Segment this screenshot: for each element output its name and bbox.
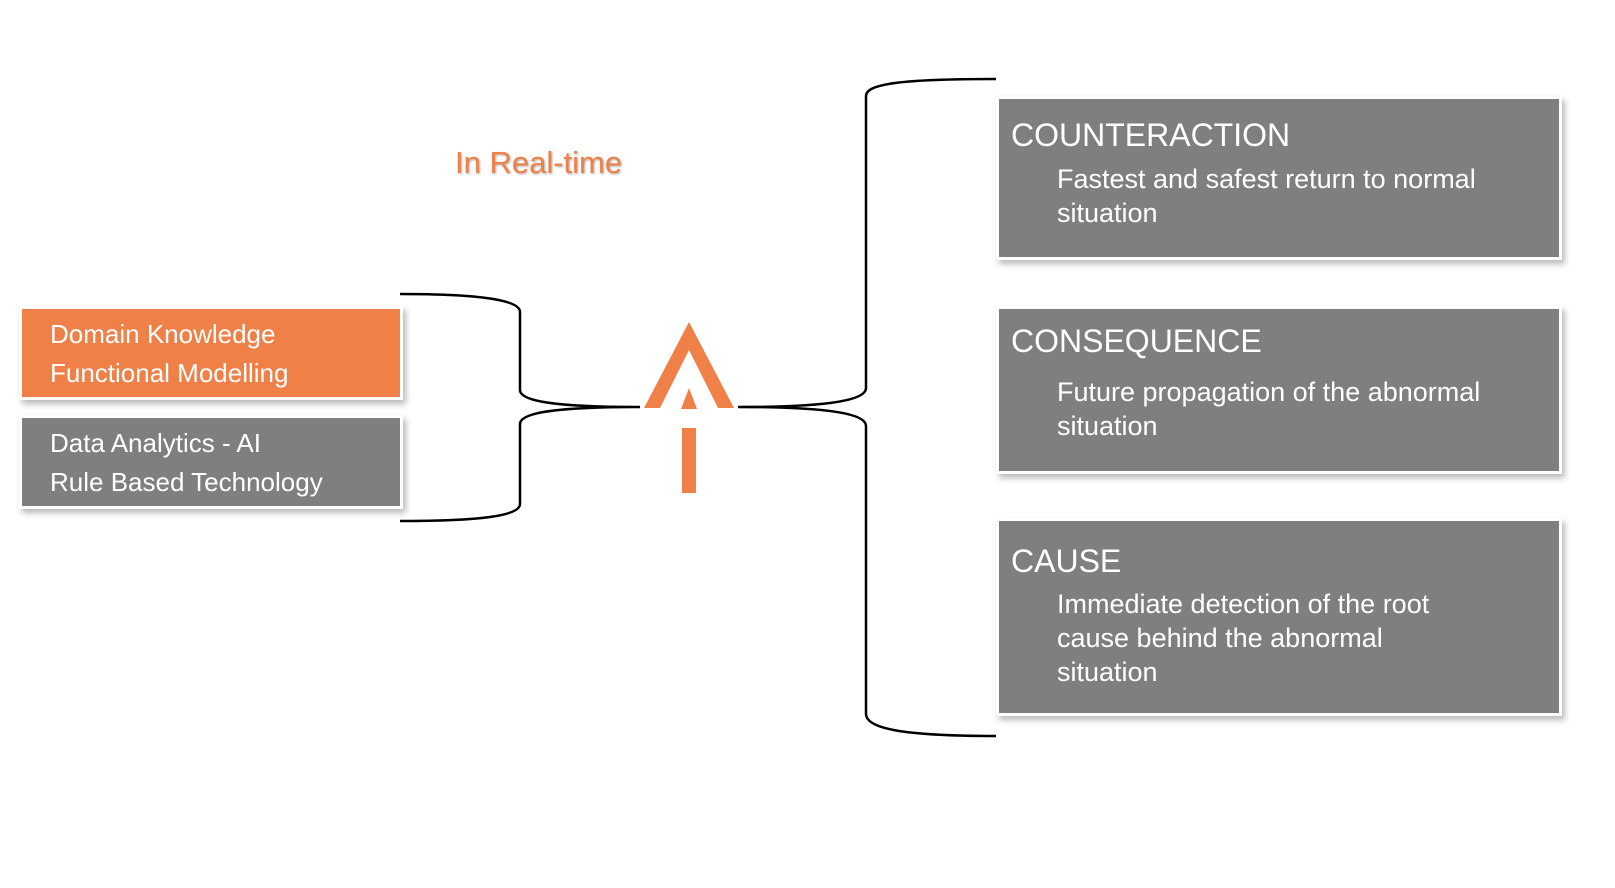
consequence-box: CONSEQUENCE Future propagation of the ab… — [999, 309, 1559, 471]
right-bracket — [737, 77, 997, 738]
left-bracket — [399, 292, 641, 523]
box-title: CONSEQUENCE — [1011, 323, 1262, 359]
box-title: CAUSE — [1011, 543, 1122, 579]
box-description: Future propagation of the abnormal situa… — [1057, 377, 1481, 441]
left-box-line: Rule Based Technology — [50, 467, 323, 497]
left-box-line: Data Analytics - AI — [50, 428, 261, 458]
left-box-domain-knowledge: Domain Knowledge Functional Modelling — [22, 309, 400, 397]
counteraction-box: COUNTERACTION Fastest and safest return … — [999, 99, 1559, 257]
realtime-label: In Real-time — [455, 145, 623, 180]
cause-box: CAUSE Immediate detection of the root ca… — [999, 521, 1559, 713]
box-description: Immediate detection of the root cause be… — [1057, 589, 1430, 687]
left-box-line: Functional Modelling — [50, 358, 289, 388]
orange-a-arrow-logo-icon — [644, 322, 734, 493]
box-title: COUNTERACTION — [1011, 117, 1291, 153]
box-description: Fastest and safest return to normal situ… — [1057, 164, 1476, 228]
left-box-data-analytics: Data Analytics - AI Rule Based Technolog… — [22, 418, 400, 506]
left-box-line: Domain Knowledge — [50, 319, 276, 349]
